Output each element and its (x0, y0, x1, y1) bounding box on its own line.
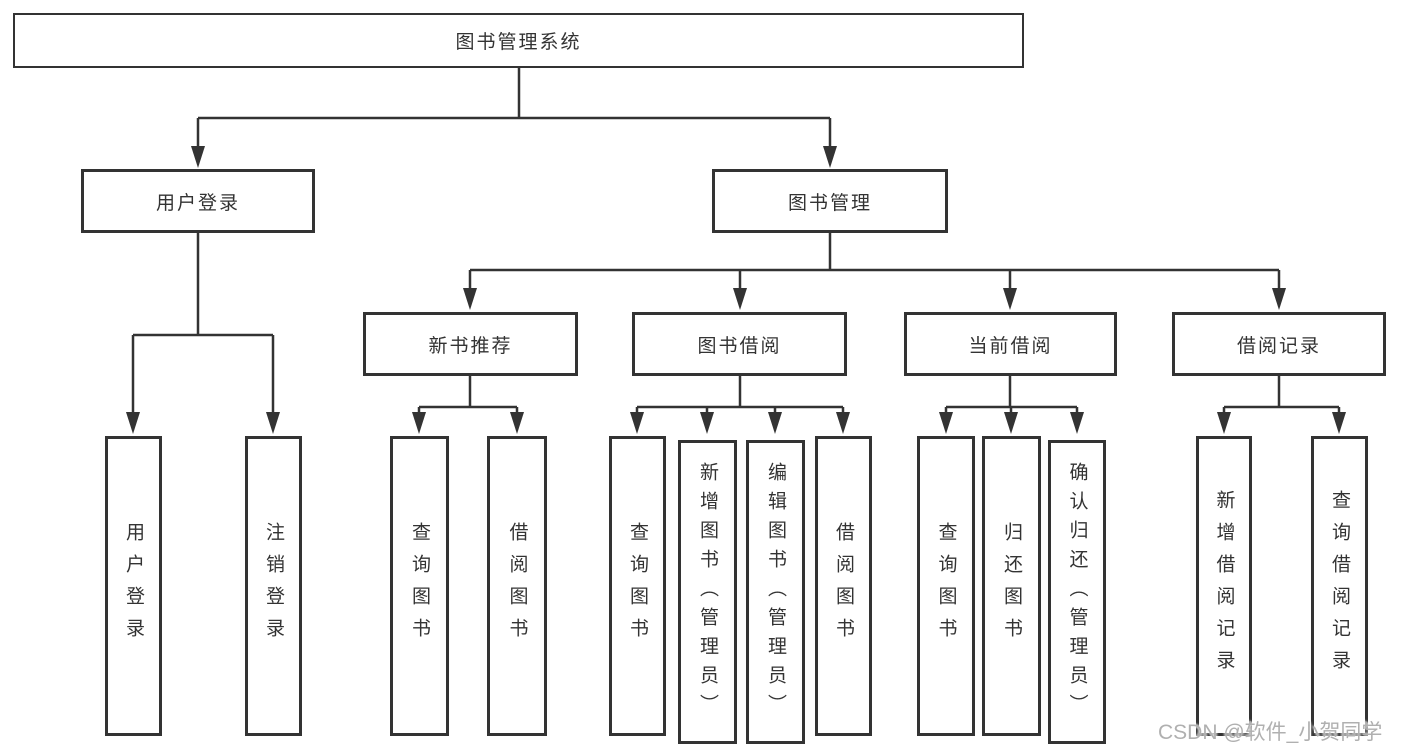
leaf-borrow-books-recommend: 借阅图书 (487, 436, 547, 736)
leaf-user-login: 用户登录 (105, 436, 162, 736)
leaf-label: 编辑图书（管理员） (765, 461, 786, 723)
node-label: 图书管理系统 (455, 32, 582, 53)
leaf-query-borrow-record: 查询借阅记录 (1311, 436, 1368, 736)
arrow-down-icon (1217, 412, 1231, 434)
arrow-down-icon (191, 146, 205, 168)
arrow-down-icon (1070, 412, 1084, 434)
connector-lines (131, 68, 1341, 414)
arrowheads (126, 146, 1346, 434)
arrow-down-icon (1272, 288, 1286, 310)
arrow-down-icon (412, 412, 426, 434)
leaf-edit-book-admin: 编辑图书（管理员） (746, 440, 805, 744)
leaf-add-book-admin: 新增图书（管理员） (678, 440, 737, 744)
leaf-label: 新增图书（管理员） (697, 461, 718, 723)
node-library-management-system: 图书管理系统 (13, 13, 1024, 68)
leaf-query-books-recommend: 查询图书 (390, 436, 449, 736)
leaf-query-books-current: 查询图书 (917, 436, 975, 736)
node-label: 图书管理 (787, 192, 872, 214)
arrow-down-icon (700, 412, 714, 434)
arrow-down-icon (1004, 412, 1018, 434)
leaf-logout: 注销登录 (245, 436, 302, 736)
node-label: 图书借阅 (697, 335, 782, 357)
arrow-down-icon (836, 412, 850, 434)
arrow-down-icon (1003, 288, 1017, 310)
node-book-management: 图书管理 (712, 169, 948, 233)
arrow-down-icon (266, 412, 280, 434)
arrow-down-icon (768, 412, 782, 434)
leaf-label: 归还图书 (1001, 522, 1022, 650)
node-user-login: 用户登录 (81, 169, 315, 233)
leaf-label: 用户登录 (123, 522, 144, 650)
node-new-book-recommendation: 新书推荐 (363, 312, 578, 376)
leaf-label: 查询图书 (935, 522, 957, 650)
arrow-down-icon (1332, 412, 1346, 434)
leaf-add-borrow-record: 新增借阅记录 (1196, 436, 1252, 736)
leaf-label: 查询借阅记录 (1329, 490, 1350, 682)
arrow-down-icon (463, 288, 477, 310)
node-borrowing-records: 借阅记录 (1172, 312, 1386, 376)
leaf-label: 注销登录 (263, 522, 284, 650)
node-label: 借阅记录 (1236, 335, 1321, 357)
leaf-borrow-books: 借阅图书 (815, 436, 872, 736)
arrow-down-icon (823, 146, 837, 168)
leaf-confirm-return-admin: 确认归还（管理员） (1048, 440, 1106, 744)
leaf-return-books: 归还图书 (982, 436, 1041, 736)
arrow-down-icon (630, 412, 644, 434)
leaf-label: 查询图书 (409, 522, 430, 650)
leaf-label: 借阅图书 (833, 522, 854, 650)
node-book-borrowing: 图书借阅 (632, 312, 847, 376)
arrow-down-icon (510, 412, 524, 434)
leaf-label: 确认归还（管理员） (1066, 461, 1088, 723)
node-label: 当前借阅 (968, 335, 1053, 357)
watermark: CSDN @软件_小贺同学 (1158, 721, 1383, 744)
leaf-label: 查询图书 (627, 522, 648, 650)
node-current-borrowing: 当前借阅 (904, 312, 1117, 376)
arrow-down-icon (126, 412, 140, 434)
leaf-label: 新增借阅记录 (1213, 490, 1235, 682)
node-label: 用户登录 (155, 192, 240, 214)
leaf-query-books-borrow: 查询图书 (609, 436, 666, 736)
node-label: 新书推荐 (428, 335, 513, 357)
arrow-down-icon (733, 288, 747, 310)
arrow-down-icon (939, 412, 953, 434)
leaf-label: 借阅图书 (506, 522, 528, 650)
